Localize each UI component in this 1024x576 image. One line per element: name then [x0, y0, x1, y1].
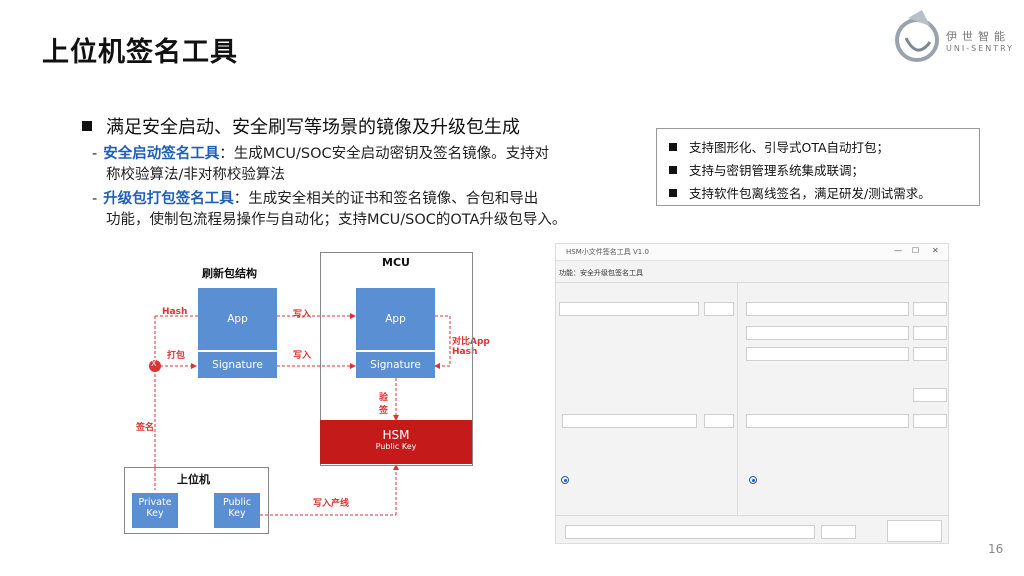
bullet-square-icon: [669, 189, 677, 197]
dash-marker: -: [92, 191, 98, 207]
left-output-button[interactable]: [704, 414, 734, 428]
left-browse-button[interactable]: [704, 302, 734, 316]
feature-info-box: 支持图形化、引导式OTA自动打包； 支持与密钥管理系统集成联调； 支持软件包离线…: [656, 128, 980, 206]
right-browse-button-3[interactable]: [913, 347, 947, 361]
bottom-path-input[interactable]: [565, 525, 815, 539]
hsm-block: HSM Public Key: [320, 420, 472, 464]
sub-text-line1: ：生成MCU/SOC安全启动密钥及签名镜像。支持对: [219, 146, 550, 162]
hsm-label: HSM: [382, 428, 410, 442]
divider: [556, 515, 948, 516]
left-structure-title: 刷新包结构: [202, 267, 257, 280]
left-output-input[interactable]: [562, 414, 697, 428]
left-path-input[interactable]: [559, 302, 699, 316]
right-browse-button-1[interactable]: [913, 302, 947, 316]
write-production-label: 写入产线: [313, 499, 350, 509]
divider: [737, 282, 738, 515]
bullet-square-icon: [669, 166, 677, 174]
write-label-app: 写入: [293, 310, 312, 320]
signing-tool-window: HSM小文件签名工具 V1.0 — ☐ ✕ 功能：安全升级包签名工具: [555, 243, 949, 544]
signature-block-left: Signature: [198, 352, 277, 378]
bottom-browse-button[interactable]: [821, 525, 856, 539]
feature-item: 支持图形化、引导式OTA自动打包；: [669, 137, 889, 156]
bullet-square-icon: [82, 121, 92, 131]
sign-label: 签名: [136, 423, 155, 433]
right-output-input[interactable]: [746, 414, 909, 428]
host-title: 上位机: [177, 473, 210, 486]
right-path-input-1[interactable]: [746, 302, 909, 316]
bullet-square-icon: [669, 143, 677, 151]
sub-bullet-upgrade-pack: -升级包打包签名工具：生成安全相关的证书和签名镜像、合包和导出 功能，使制包流程…: [92, 189, 667, 231]
feature-item: 支持与密钥管理系统集成联调；: [669, 160, 864, 179]
pack-label: 打包: [167, 351, 186, 361]
sub-text-line2: 称校验算法/非对称校验算法: [106, 167, 285, 183]
signature-block-mcu: Signature: [356, 352, 435, 378]
right-output-button[interactable]: [913, 414, 947, 428]
app-block-left: App: [198, 288, 277, 350]
main-bullet: 满足安全启动、安全刷写等场景的镜像及升级包生成: [82, 113, 520, 139]
right-option-radio[interactable]: [749, 476, 757, 484]
window-titlebar: HSM小文件签名工具 V1.0 — ☐ ✕: [556, 244, 948, 261]
x-mark-icon: [149, 360, 161, 372]
host-container: [124, 467, 269, 534]
right-path-input-3[interactable]: [746, 347, 909, 361]
dash-marker: -: [92, 146, 98, 162]
logo-text-cn: 伊世智能: [946, 30, 1010, 43]
sub-bullet-secure-boot: -安全启动签名工具：生成MCU/SOC安全启动密钥及签名镜像。支持对 称校验算法…: [92, 144, 652, 186]
write-label-signature: 写入: [293, 351, 312, 361]
minimize-button[interactable]: —: [894, 246, 902, 255]
right-browse-button-2[interactable]: [913, 326, 947, 340]
feature-text: 支持图形化、引导式OTA自动打包；: [689, 140, 890, 155]
highlight-text: 升级包打包签名工具: [103, 191, 234, 207]
x-mark-label: X: [151, 359, 157, 368]
sub-text-line2: 功能，使制包流程易操作与自动化；支持MCU/SOC的OTA升级包导入。: [106, 212, 567, 228]
hsm-public-key-label: Public Key: [375, 442, 417, 451]
window-subtitle: 功能：安全升级包签名工具: [559, 269, 643, 277]
generate-sign-button[interactable]: [887, 520, 942, 542]
private-key-block: Private Key: [132, 493, 178, 528]
left-option-radio[interactable]: [561, 476, 569, 484]
app-block-mcu: App: [356, 288, 435, 350]
company-logo: [895, 10, 939, 62]
main-bullet-text: 满足安全启动、安全刷写等场景的镜像及升级包生成: [106, 117, 520, 138]
mcu-container: [320, 252, 473, 466]
page-number: 16: [988, 542, 1004, 556]
diagram-connectors: [149, 313, 451, 516]
feature-item: 支持软件包离线签名，满足研发/测试需求。: [669, 183, 931, 202]
feature-text: 支持与密钥管理系统集成联调；: [689, 163, 865, 178]
close-button[interactable]: ✕: [932, 246, 939, 255]
sub-text-line1: ：生成安全相关的证书和签名镜像、合包和导出: [233, 191, 539, 207]
mcu-title: MCU: [382, 256, 410, 269]
right-path-input-2[interactable]: [746, 326, 909, 340]
hash-label: Hash: [162, 307, 188, 317]
divider: [556, 282, 948, 283]
compare-hash-label: 对比App Hash: [452, 337, 490, 357]
logo-text-en: UNI-SENTRY: [946, 44, 1015, 53]
public-key-block: Public Key: [214, 493, 260, 528]
highlight-text: 安全启动签名工具: [103, 146, 220, 162]
verify-label: 验签: [379, 393, 389, 416]
right-action-button-1[interactable]: [913, 388, 947, 402]
page-title: 上位机签名工具: [42, 37, 238, 68]
feature-text: 支持软件包离线签名，满足研发/测试需求。: [689, 186, 931, 201]
window-title: HSM小文件签名工具 V1.0: [566, 248, 649, 256]
flash-package-diagram: X 刷新包结构 App Signature Hash 打包 写入 写入 对比Ap…: [120, 250, 520, 540]
maximize-button[interactable]: ☐: [912, 246, 920, 255]
